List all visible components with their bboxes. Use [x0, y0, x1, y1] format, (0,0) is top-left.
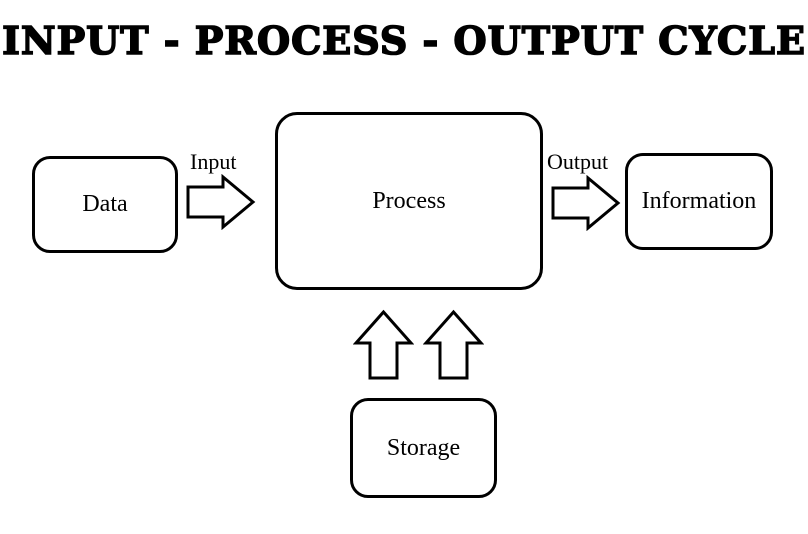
data-node: Data	[32, 156, 178, 253]
storage-node: Storage	[350, 398, 497, 498]
information-node: Information	[625, 153, 773, 250]
output-label: Output	[547, 149, 609, 174]
storage-node-label: Storage	[386, 434, 461, 461]
up-arrow-icon	[423, 309, 484, 380]
input-label: Input	[190, 149, 237, 174]
right-arrow-icon	[186, 174, 256, 230]
up-arrow-icon	[353, 309, 414, 380]
data-node-label: Data	[82, 191, 128, 217]
process-node-label: Process	[372, 187, 446, 214]
process-node: Process	[275, 112, 543, 290]
information-node-label: Information	[641, 188, 757, 214]
right-arrow-icon	[551, 175, 621, 231]
page-title: INPUT - PROCESS - OUTPUT CYCLE	[1, 17, 806, 64]
